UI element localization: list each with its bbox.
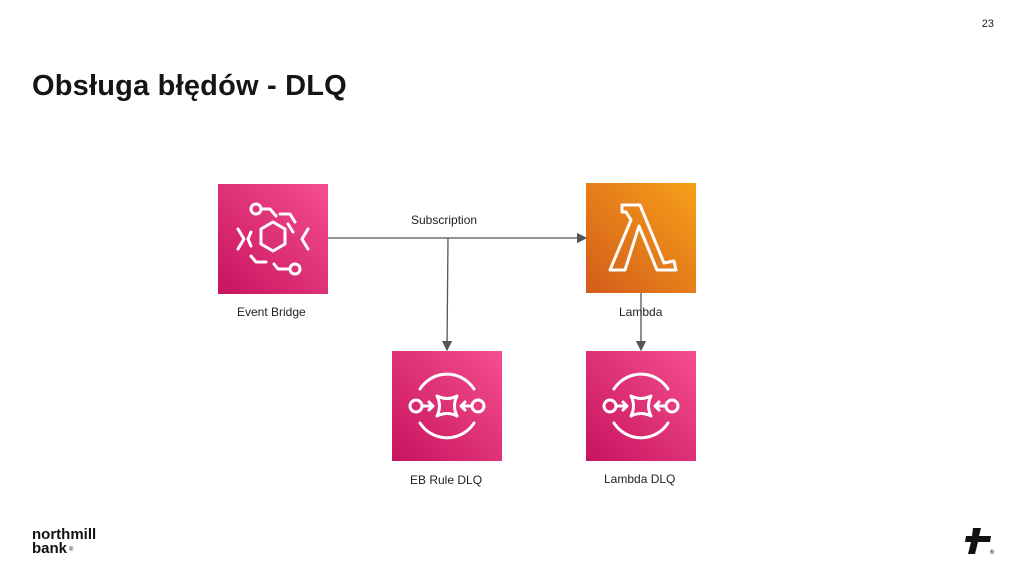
lambda-label: Lambda [619, 305, 663, 319]
lambda-icon [586, 183, 696, 293]
slide-title: Obsługa błędów - DLQ [32, 70, 347, 102]
lambda-dlq-label: Lambda DLQ [604, 472, 676, 486]
registered-mark: ® [69, 547, 74, 553]
subscription-label: Subscription [411, 213, 478, 227]
eb-rule-dlq-label: EB Rule DLQ [410, 473, 483, 487]
sqs-queue-icon [586, 351, 696, 461]
brand-mark-icon: ® [963, 526, 995, 556]
logo-line1: northmill [32, 526, 97, 543]
svg-text:®: ® [989, 549, 995, 556]
sqs-queue-icon [392, 351, 502, 461]
logo-line2: bank [32, 540, 68, 557]
eventbridge-icon [218, 184, 328, 294]
page-number: 23 [981, 18, 994, 30]
edge-subscription-to-eb-dlq [441, 237, 453, 352]
eventbridge-label: Event Bridge [237, 305, 306, 319]
